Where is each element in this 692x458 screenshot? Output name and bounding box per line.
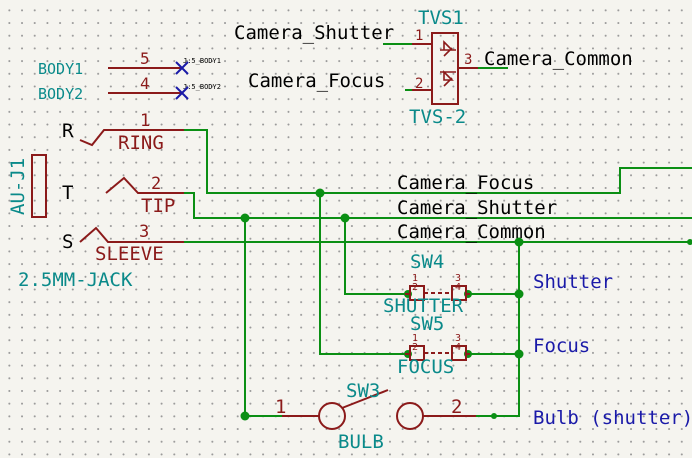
sw4-pin3: 3 <box>455 273 461 284</box>
jack-body1-number: 5 <box>140 49 150 68</box>
sw4-pin1: 1 <box>412 273 418 284</box>
sw5-ref: SW5 <box>410 313 444 335</box>
junction-dot <box>491 413 497 419</box>
wire-ring-to-focus <box>184 129 692 194</box>
audio-jack: AU-J1 2.5MM-JACK R 1 RING T 2 TIP S 3 SL… <box>7 49 221 291</box>
switch-sw5: 1 2 3 4 SW5 FOCUS Focus <box>397 313 590 378</box>
sw3-annotation: Bulb (shutter) <box>533 407 692 429</box>
sw5-pin3: 3 <box>455 333 461 344</box>
junction-dot <box>514 289 524 299</box>
switch-sw3: 1 2 SW3 BULB Bulb (shutter) <box>275 380 692 453</box>
wire-shutter-drop <box>244 218 282 417</box>
jack-tip-letter: T <box>62 182 73 204</box>
jack-sleeve-contact <box>79 226 184 243</box>
wires <box>184 43 692 417</box>
tvs-body <box>431 32 459 105</box>
tvs-diode: TVS1 TVS-2 1 2 3 Camera_Shutter Camera_F… <box>234 7 633 128</box>
tvs-diode-upper-icon <box>440 40 456 57</box>
jack-body <box>31 154 47 218</box>
jack-sleeve-number: 3 <box>139 222 149 242</box>
junction-dot <box>315 188 325 198</box>
sw5-annotation: Focus <box>533 335 590 357</box>
jack-body1-noconnect-text: J:5_BODY1 <box>183 57 221 65</box>
wire-shutter-branch <box>344 218 405 295</box>
junction-dot <box>240 213 250 223</box>
jack-body2-number: 4 <box>140 74 150 93</box>
net-label-shutter: Camera_Shutter <box>397 197 557 219</box>
jack-sleeve-name: SLEEVE <box>95 243 164 265</box>
jack-ring-contact <box>79 129 184 147</box>
sw5-pin1: 1 <box>412 333 418 344</box>
junction-dot <box>514 349 524 359</box>
junction-dot <box>514 237 524 247</box>
jack-sleeve-letter: S <box>62 231 73 253</box>
sw5-pin4: 4 <box>455 342 461 353</box>
switch-sw4: 1 2 3 4 SW4 SHUTTER Shutter <box>383 251 613 317</box>
jack-tip-name: TIP <box>141 195 175 217</box>
sw4-annotation: Shutter <box>533 271 613 293</box>
net-label-common: Camera_Common <box>397 221 546 243</box>
sw3-value: BULB <box>338 431 384 453</box>
net-label-focus: Camera_Focus <box>397 172 534 194</box>
tvs-net1-label: Camera_Shutter <box>234 22 394 44</box>
jack-body2-label: BODY2 <box>38 85 83 103</box>
jack-body2-noconnect-text: J:5_BODY2 <box>183 83 221 91</box>
junction-dot <box>240 411 250 421</box>
junction-dot <box>687 239 692 245</box>
noconnect-x-icon <box>175 86 189 100</box>
sw3-contact-left <box>318 402 346 430</box>
sw4-pin2: 2 <box>412 282 418 293</box>
wire-common-drop <box>476 242 520 417</box>
sw4-value: SHUTTER <box>383 295 464 317</box>
jack-value: 2.5MM-JACK <box>18 269 133 291</box>
wire-tip-to-shutter <box>184 192 692 219</box>
tvs-ref: TVS1 <box>418 7 464 29</box>
sw5-value: FOCUS <box>397 356 454 378</box>
wire-focus-drop <box>319 193 405 355</box>
tvs-pin1-number: 1 <box>415 28 423 44</box>
tvs-net2-label: Camera_Focus <box>248 70 385 92</box>
tvs-pin2-number: 2 <box>415 76 423 92</box>
tvs-net3-label: Camera_Common <box>484 48 633 70</box>
noconnect-x-icon <box>175 61 189 75</box>
jack-tip-number: 2 <box>151 174 161 194</box>
sw3-contact-right <box>396 402 424 430</box>
sw4-ref: SW4 <box>410 251 444 273</box>
jack-ref: AU-J1 <box>7 158 29 215</box>
sw3-ref: SW3 <box>346 380 380 402</box>
jack-ring-letter: R <box>62 120 74 142</box>
jack-body1-label: BODY1 <box>38 60 83 78</box>
bus-net-labels: Camera_Focus Camera_Shutter Camera_Commo… <box>397 172 557 243</box>
sw4-pin4: 4 <box>455 282 461 293</box>
tvs-value: TVS-2 <box>409 106 466 128</box>
jack-ring-name: RING <box>118 132 164 154</box>
tvs-pin3-number: 3 <box>464 52 472 68</box>
tvs-diode-lower-icon <box>440 70 456 87</box>
jack-tip-contact <box>105 176 184 194</box>
sw3-lever <box>341 389 389 409</box>
sw3-pin1: 1 <box>275 396 286 418</box>
jack-ring-number: 1 <box>140 111 150 131</box>
junction-dot <box>340 213 350 223</box>
sw5-pin2: 2 <box>412 342 418 353</box>
sw3-pin2: 2 <box>451 396 462 418</box>
